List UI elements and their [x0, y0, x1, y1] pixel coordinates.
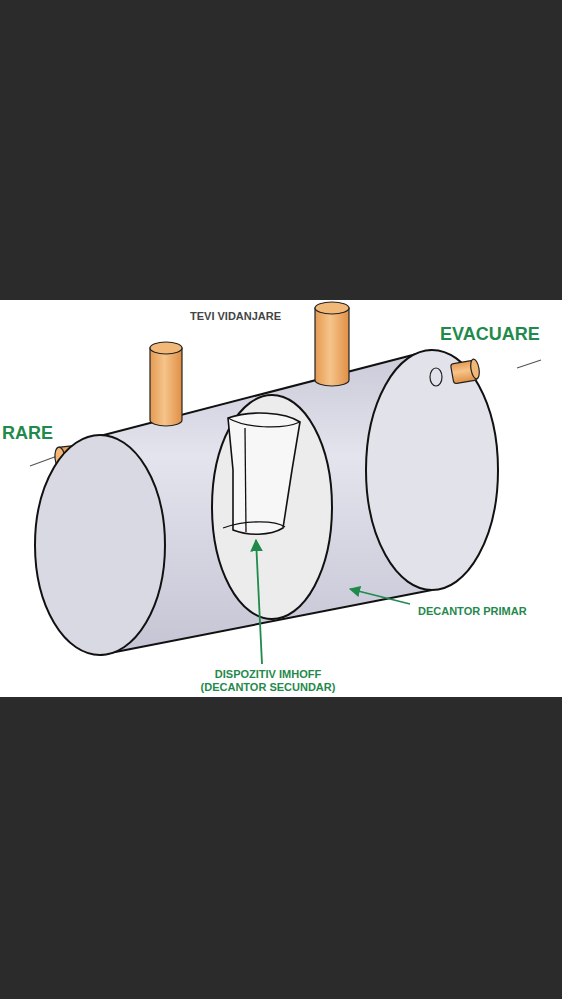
leader-arrow: [256, 540, 262, 664]
imhoff-lip: [223, 522, 285, 528]
top-dark-band: [0, 0, 562, 300]
outlet-pipe-end: [469, 358, 480, 379]
imhoff-seam: [245, 428, 246, 532]
imhoff-rim: [228, 418, 300, 427]
pipe-label: TEVI VIDANJARE: [190, 310, 281, 323]
desludge-pipe-right-top: [315, 302, 349, 314]
desludge-pipe-left-top: [150, 342, 182, 354]
outlet-hole: [430, 368, 442, 386]
leader-arrow: [350, 589, 410, 604]
bottom-dark-band: [0, 697, 562, 999]
inlet-label: RARE: [2, 423, 53, 444]
outlet-line: [517, 360, 541, 368]
outlet-label: EVACUARE: [440, 324, 540, 345]
partition-wall: [212, 395, 332, 619]
part-label: DISPOZITIV IMHOFF (DECANTOR SECUNDAR): [193, 668, 343, 693]
tank-left-end: [35, 435, 165, 655]
desludge-pipe-right: [315, 308, 349, 386]
tank-right-end: [366, 350, 498, 590]
part-label: DECANTOR PRIMAR: [418, 605, 527, 618]
desludge-pipe-left: [150, 348, 182, 426]
imhoff-device: [228, 413, 300, 534]
